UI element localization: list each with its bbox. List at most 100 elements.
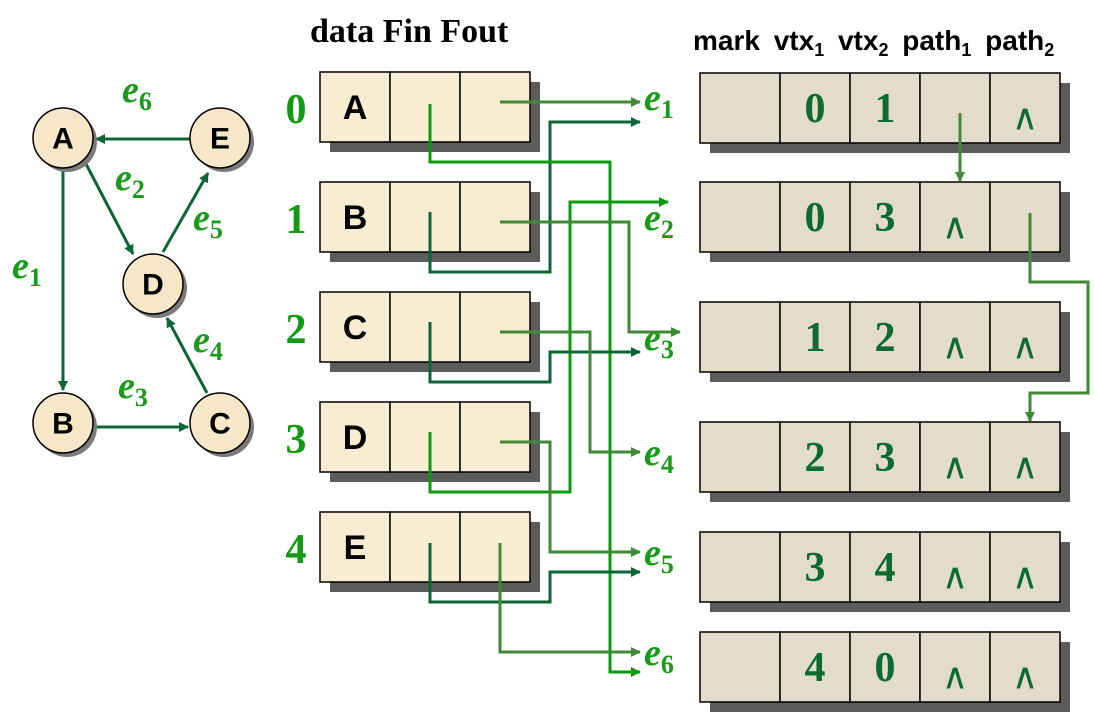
vertex-data: B (343, 199, 368, 237)
vertex-cell-fin (389, 401, 461, 473)
graph-label-e5: e5 (193, 197, 223, 244)
svg-text:D: D (142, 269, 164, 302)
edge-cell-path2 (989, 421, 1061, 493)
graph-label-e4: e4 (193, 319, 223, 366)
edge-cell-path1 (919, 531, 991, 603)
edge-row-label: e3 (644, 317, 674, 364)
edge-vtx2-value: 0 (875, 645, 896, 691)
edge-cell-mark (699, 421, 781, 493)
edge-cell-path2 (989, 301, 1061, 373)
edge-row-label: e5 (644, 532, 674, 579)
edge-cell-vtx1 (779, 301, 851, 373)
edge-cell-vtx1 (779, 631, 851, 703)
svg-text:B: B (52, 408, 74, 441)
vertex-index: 3 (286, 417, 307, 463)
vertex-cell-data (319, 291, 391, 363)
vertex-data: E (344, 529, 367, 567)
edge-cell-path1 (919, 301, 991, 373)
graph-edge-e2 (84, 163, 135, 255)
vertex-cell-fin (389, 511, 461, 583)
nil-pointer-icon: ∧ (1012, 446, 1038, 487)
nil-pointer-icon: ∧ (1012, 656, 1038, 697)
vertex-cell-fin (389, 71, 461, 143)
edge-vtx1-value: 0 (805, 195, 826, 241)
vertex-index: 1 (286, 197, 307, 243)
wire-C-fin-e3 (428, 322, 641, 384)
edge-cell-path1 (919, 421, 991, 493)
edge-cell-vtx1 (779, 421, 851, 493)
graph-node-E: E (189, 107, 254, 172)
nil-pointer-icon: ∧ (942, 656, 968, 697)
graph-node-D: D (122, 253, 187, 318)
wire-e2-path2-e4 (1025, 213, 1090, 422)
edge-vtx2-value: 1 (875, 86, 896, 132)
edge-row-label: e4 (644, 432, 674, 479)
vertex-data: D (343, 419, 368, 457)
edge-cell-vtx1 (779, 181, 851, 253)
vertex-index: 0 (286, 87, 307, 133)
edge-vtx1-value: 4 (805, 645, 826, 691)
nil-pointer-icon: ∧ (942, 446, 968, 487)
nil-pointer-icon: ∧ (942, 206, 968, 247)
vertex-cell-data (319, 511, 391, 583)
wire-B-fin-e1 (428, 117, 641, 274)
vertex-cell-fout (459, 291, 531, 363)
edge-cell-path2 (989, 181, 1061, 253)
vertex-index: 4 (286, 527, 307, 573)
graph-label-e2: e2 (115, 157, 145, 204)
edge-cell-vtx2 (849, 631, 921, 703)
edge-row-label: e2 (644, 197, 674, 244)
nil-pointer-icon: ∧ (942, 556, 968, 597)
nil-pointer-icon: ∧ (1012, 97, 1038, 138)
edge-cell-path2 (989, 631, 1061, 703)
graph-node-B: B (32, 392, 97, 457)
graph-node-C: C (189, 392, 254, 457)
edge-cell-mark (699, 631, 781, 703)
edge-row: 0 3 ∧ e2 (644, 181, 1070, 262)
edge-cell-mark (699, 531, 781, 603)
edge-vtx2-value: 3 (875, 195, 896, 241)
edge-vtx2-value: 4 (875, 545, 896, 591)
vertex-cell-fout (459, 511, 531, 583)
vertex-table-header: data Fin Fout (310, 13, 509, 50)
vertex-cell-fout (459, 181, 531, 253)
wire-A-fin-e6 (428, 104, 641, 677)
graph-label-e1: e1 (12, 245, 42, 292)
edge-row: 0 1 ∧ e1 (644, 72, 1070, 153)
vertex-cell-fin (389, 181, 461, 253)
vertex-data: A (343, 89, 368, 127)
edge-cell-mark (699, 72, 781, 144)
svg-text:C: C (209, 408, 231, 441)
graph-label-e6: e6 (122, 69, 152, 116)
vertex-cell-data (319, 401, 391, 473)
graph-node-A: A (32, 107, 97, 172)
nil-pointer-icon: ∧ (942, 326, 968, 367)
edge-vtx1-value: 0 (805, 86, 826, 132)
edge-vtx1-value: 1 (805, 315, 826, 361)
edge-cell-path2 (989, 531, 1061, 603)
wire-E-fout-e6 (498, 543, 641, 657)
vertex-cell-data (319, 71, 391, 143)
edge-cell-mark (699, 181, 781, 253)
edge-vtx2-value: 2 (875, 315, 896, 361)
vertex-cell-fout (459, 401, 531, 473)
edge-row-label: e1 (644, 77, 674, 124)
pointer-wires (428, 97, 1090, 677)
nil-pointer-icon: ∧ (1012, 556, 1038, 597)
vertex-cell-fout (459, 71, 531, 143)
graph: e6 e2 e5 e1 e4 e3 A E D B C (12, 69, 254, 457)
vertex-cell-fin (389, 291, 461, 363)
edge-cell-path2 (989, 72, 1061, 144)
wire-D-fout-e5 (500, 440, 641, 557)
edge-table-header: mark vtx1 vtx2 path1 path2 (693, 25, 1054, 62)
wire-B-fout-e3 (500, 220, 681, 337)
graph-edge-e5 (161, 172, 210, 253)
